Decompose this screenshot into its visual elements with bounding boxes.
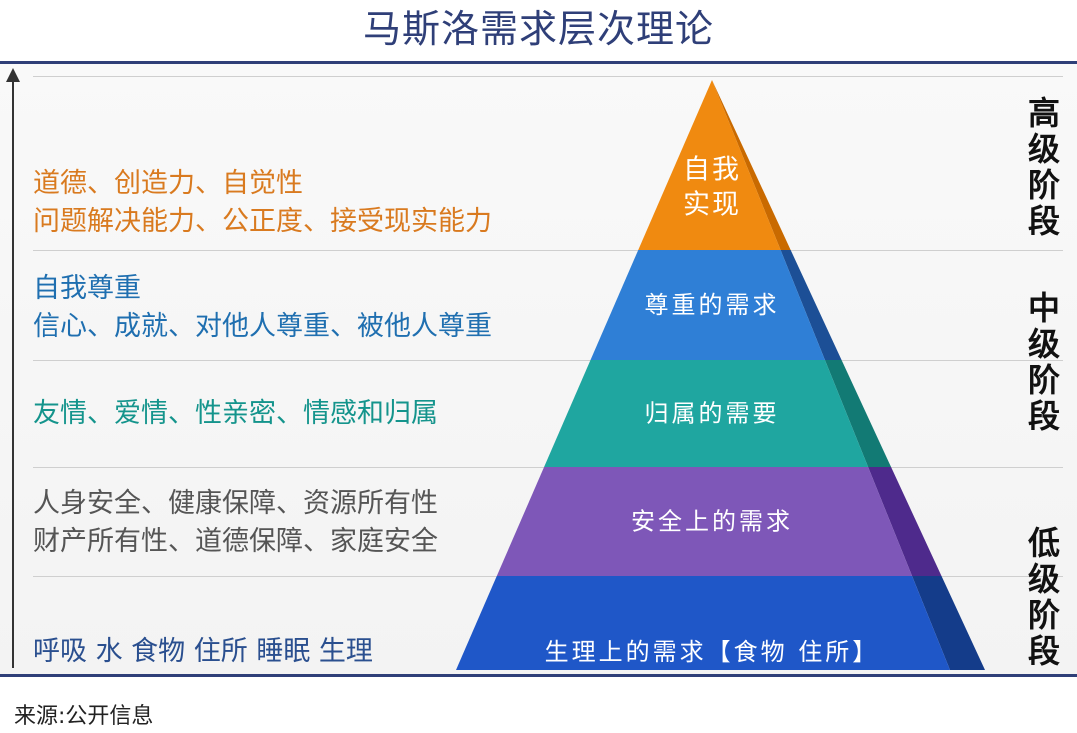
pyramid-side-belonging — [824, 360, 892, 467]
vertical-axis — [12, 78, 14, 668]
pyramid-side-self-actualization — [712, 80, 791, 250]
pyramid-level-physiological — [456, 576, 950, 670]
pyramid-level-safety — [496, 467, 913, 576]
footer-divider — [0, 674, 1077, 677]
pyramid-level-self-actualization — [638, 80, 781, 250]
pyramid-side-esteem — [780, 250, 842, 360]
level-description-safety: 人身安全、健康保障、资源所有性 财产所有性、道德保障、家庭安全 — [33, 485, 438, 561]
description-line: 问题解决能力、公正度、接受现实能力 — [33, 206, 492, 237]
description-line: 财产所有性、道德保障、家庭安全 — [33, 526, 438, 557]
title-divider — [0, 61, 1077, 64]
level-description-physiological: 呼吸 水 食物 住所 睡眠 生理 — [33, 633, 373, 671]
pyramid-side-physiological — [912, 576, 985, 670]
level-divider — [33, 360, 1063, 361]
description-line: 自我尊重 — [33, 273, 141, 304]
stage-label-intermediate: 中级阶段 — [1027, 289, 1060, 435]
pyramid-level-esteem — [590, 250, 825, 360]
description-line: 呼吸 水 食物 住所 睡眠 生理 — [33, 636, 373, 667]
description-line: 人身安全、健康保障、资源所有性 — [33, 488, 438, 519]
stage-label-basic: 低级阶段 — [1027, 524, 1060, 670]
pyramid-label-esteem: 尊重的需求 — [645, 291, 780, 319]
level-description-belonging: 友情、爱情、性亲密、情感和归属 — [33, 395, 438, 433]
stage-label-advanced: 高级阶段 — [1027, 94, 1060, 240]
description-line: 信心、成就、对他人尊重、被他人尊重 — [33, 311, 492, 342]
pyramid-label-belonging: 归属的需要 — [645, 400, 780, 428]
pyramid-side-safety — [868, 467, 942, 576]
level-description-self-actualization: 道德、创造力、自觉性 问题解决能力、公正度、接受现实能力 — [33, 165, 492, 241]
level-divider — [33, 250, 1063, 251]
pyramid-label-physiological: 生理上的需求【食物 住所】 — [545, 638, 880, 666]
level-description-esteem: 自我尊重 信心、成就、对他人尊重、被他人尊重 — [33, 270, 492, 346]
pyramid-label-safety: 安全上的需求 — [631, 508, 793, 536]
axis-up-arrow-icon — [6, 68, 20, 82]
pyramid-level-belonging — [544, 360, 869, 467]
source-note: 来源:公开信息 — [14, 704, 154, 729]
description-line: 道德、创造力、自觉性 — [33, 168, 303, 199]
level-divider — [33, 76, 1063, 77]
description-line: 友情、爱情、性亲密、情感和归属 — [33, 398, 438, 429]
pyramid-label-self-actualization: 自我实现 — [683, 155, 741, 221]
page-title: 马斯洛需求层次理论 — [362, 7, 714, 51]
